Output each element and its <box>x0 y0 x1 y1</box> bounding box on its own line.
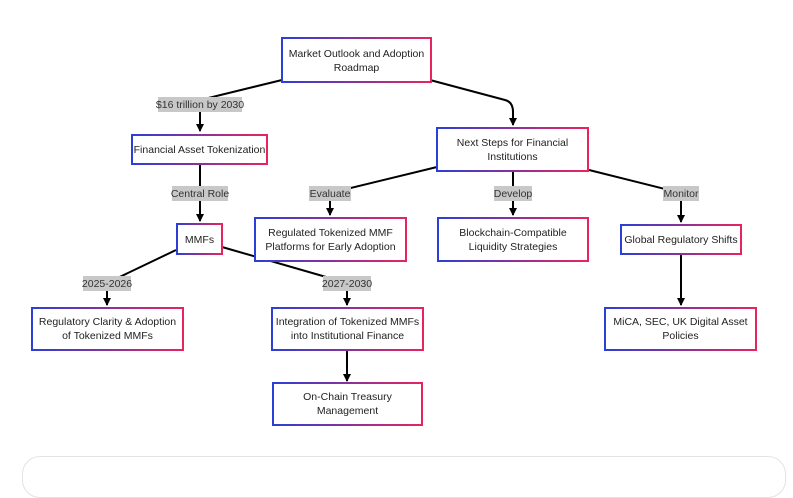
edge-label-central-role: Central Role <box>171 186 230 201</box>
node-treasury-line-2: Management <box>317 405 378 417</box>
node-integration-line-1: Integration of Tokenized MMFs <box>276 316 419 328</box>
edge-label-2027-text: 2027-2030 <box>322 278 372 290</box>
node-roadmap-line-2: Roadmap <box>334 62 380 74</box>
node-clarity[interactable]: Regulatory Clarity & Adoption of Tokeniz… <box>31 307 184 351</box>
node-integration-line-2: into Institutional Finance <box>291 330 404 342</box>
node-blockchain-line-2: Liquidity Strategies <box>469 241 558 253</box>
node-policies-line-1: MiCA, SEC, UK Digital Asset <box>613 316 747 328</box>
edge-label-trillion: $16 trillion by 2030 <box>156 97 244 112</box>
node-regulated-line-1: Regulated Tokenized MMF <box>268 227 393 239</box>
node-global-line-1: Global Regulatory Shifts <box>624 234 737 246</box>
node-next-steps-line-1: Next Steps for Financial <box>457 137 568 149</box>
edge-label-trillion-text: $16 trillion by 2030 <box>156 99 244 111</box>
node-treasury[interactable]: On-Chain Treasury Management <box>272 382 423 426</box>
node-regulated-line-2: Platforms for Early Adoption <box>265 241 395 253</box>
node-policies-line-2: Policies <box>662 330 698 342</box>
node-global[interactable]: Global Regulatory Shifts <box>620 224 742 255</box>
edge-labels: $16 trillion by 2030 Central Role Evalua… <box>82 97 699 291</box>
edge-roadmap-to-next-steps <box>429 79 517 126</box>
node-blockchain-line-1: Blockchain-Compatible <box>459 227 567 239</box>
edge-label-develop: Develop <box>494 186 533 201</box>
input-panel[interactable] <box>22 456 786 498</box>
node-tokenization-line-1: Financial Asset Tokenization <box>134 144 266 156</box>
node-tokenization[interactable]: Financial Asset Tokenization <box>131 134 268 165</box>
edge-label-monitor: Monitor <box>663 186 699 201</box>
edge-label-develop-text: Develop <box>494 188 533 200</box>
flowchart: $16 trillion by 2030 Central Role Evalua… <box>31 37 757 426</box>
node-roadmap-line-1: Market Outlook and Adoption <box>289 48 425 60</box>
edge-label-evaluate: Evaluate <box>309 186 351 201</box>
edge-label-evaluate-text: Evaluate <box>310 188 351 200</box>
node-next-steps-line-2: Institutions <box>487 151 537 163</box>
nodes: Market Outlook and Adoption Roadmap Fina… <box>31 37 757 426</box>
node-integration[interactable]: Integration of Tokenized MMFs into Insti… <box>271 307 424 351</box>
node-clarity-line-1: Regulatory Clarity & Adoption <box>39 316 176 328</box>
edge-label-2025: 2025-2026 <box>82 276 132 291</box>
node-regulated[interactable]: Regulated Tokenized MMF Platforms for Ea… <box>254 217 407 262</box>
edge-label-monitor-text: Monitor <box>663 188 699 200</box>
edge-label-2027: 2027-2030 <box>322 276 372 291</box>
node-clarity-line-2: of Tokenized MMFs <box>62 330 153 342</box>
node-roadmap[interactable]: Market Outlook and Adoption Roadmap <box>281 37 432 83</box>
node-treasury-line-1: On-Chain Treasury <box>303 391 392 403</box>
node-next-steps[interactable]: Next Steps for Financial Institutions <box>436 127 589 172</box>
node-policies[interactable]: MiCA, SEC, UK Digital Asset Policies <box>604 307 757 351</box>
node-mmfs-line-1: MMFs <box>185 234 214 246</box>
node-blockchain[interactable]: Blockchain-Compatible Liquidity Strategi… <box>437 217 589 262</box>
node-mmfs[interactable]: MMFs <box>176 223 223 255</box>
edge-label-2025-text: 2025-2026 <box>82 278 132 290</box>
edge-label-central-role-text: Central Role <box>171 188 230 200</box>
